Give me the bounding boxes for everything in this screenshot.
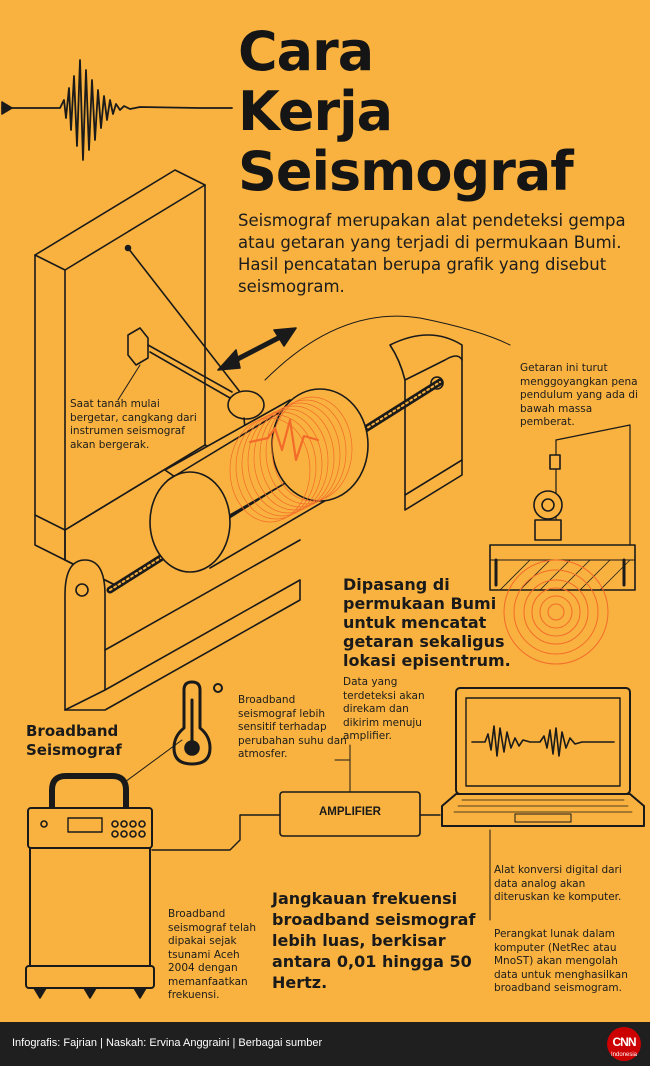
thermometer-icon — [172, 680, 223, 766]
shake-arrow — [217, 327, 297, 371]
broadband-seismograph-unit — [25, 773, 155, 999]
laptop-icon — [441, 687, 645, 827]
note-temperature: Broadband seismograf lebih sensitif terh… — [238, 694, 347, 760]
left-support — [64, 539, 301, 711]
amplifier-box — [279, 791, 421, 837]
cnn-logo[interactable]: CNN — [607, 1027, 641, 1061]
title-line-1: Cara — [238, 20, 374, 83]
waveform-header — [1, 59, 233, 161]
note-shell-moves: Saat tanah mulai bergetar, cangkang dari… — [70, 398, 197, 451]
drum-support — [389, 334, 463, 511]
epicenter-rings — [503, 559, 609, 665]
footer-credits: Infografis: Fajrian | Naskah: Ervina Ang… — [12, 1037, 323, 1049]
footer-bar — [0, 1022, 650, 1066]
title-line-2: Kerja — [238, 80, 393, 143]
note-tsunami: Broadband seismograf telah dipakai sejak… — [168, 908, 257, 1001]
broadband-title: Broadband Seismograf — [26, 722, 122, 759]
note-data-amplifier: Data yang terdeteksi akan direkam dan di… — [343, 676, 425, 742]
note-converter: Alat konversi digital dari data analog a… — [494, 864, 622, 903]
note-software: Perangkat lunak dalam komputer (NetRec a… — [494, 928, 628, 994]
cnn-logo-sub: Indonesia — [610, 1052, 638, 1058]
note-pendulum: Getaran ini turut menggoyangkan pena pen… — [520, 362, 638, 428]
recording-drum — [149, 388, 369, 573]
note-epicenter: Dipasang di permukaan Bumi untuk mencata… — [343, 575, 511, 670]
note-frequency-range: Jangkauan frekuensi broadband seismograf… — [272, 889, 476, 992]
title-line-3: Seismograf — [238, 140, 574, 203]
intro-paragraph: Seismograf merupakan alat pendeteksi gem… — [238, 211, 626, 296]
pendulum-diagram — [489, 424, 636, 591]
amplifier-label: AMPLIFIER — [319, 806, 381, 818]
